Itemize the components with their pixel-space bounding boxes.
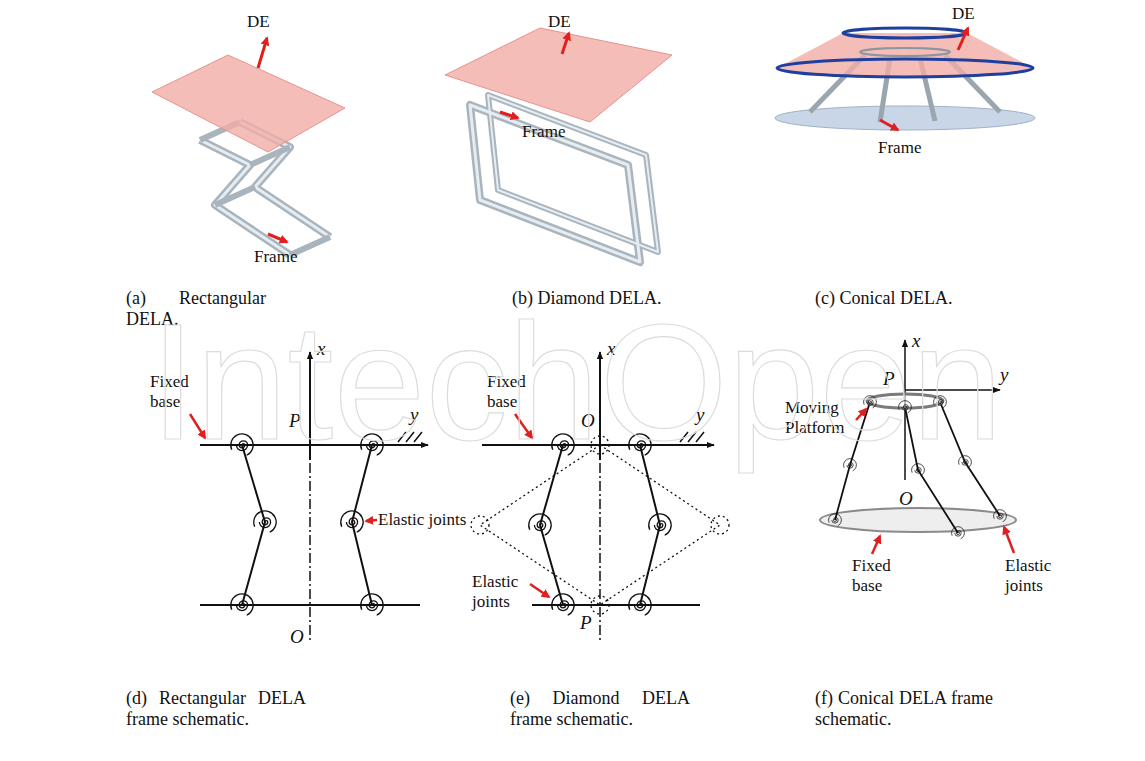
elastic-joint [254, 511, 276, 532]
pointer-arrow [562, 33, 569, 54]
elastic-joint [231, 594, 253, 615]
pointer-arrow [1004, 527, 1014, 553]
dotted-deformed-frame [471, 516, 489, 534]
part-label: DE [548, 12, 571, 32]
axis-label: P [580, 612, 592, 634]
fixed-base-disc [820, 508, 1016, 532]
part-label: Frame [522, 122, 565, 142]
rectangular-frame [200, 140, 290, 255]
pointer-arrow [880, 28, 968, 130]
part-label: Frame [878, 138, 921, 158]
electrode-ring [843, 28, 967, 38]
elastic-joint [912, 464, 925, 476]
part-label: Elastic joints [378, 510, 466, 530]
elastic-joint [952, 527, 965, 539]
elastic-joint [529, 514, 551, 535]
elastic-joint [629, 594, 651, 615]
pointer-arrow [530, 584, 549, 597]
axis-label: O [290, 626, 304, 648]
diamond-frame [470, 95, 658, 262]
subfigure-caption: (d) Rectangular DELA frame schematic. [126, 688, 306, 729]
diamond-schematic [599, 445, 601, 640]
pointer-arrow [258, 38, 287, 242]
elastic-joint [994, 510, 1007, 522]
elastic-joint [829, 514, 842, 526]
rectangular-schematic [309, 445, 311, 640]
dotted-deformed-frame [591, 596, 609, 614]
pointer-arrow [500, 112, 518, 118]
part-label: Elastic joints [1005, 556, 1067, 595]
elastic-joint [341, 511, 363, 532]
part-label: Elastic joints [472, 572, 532, 611]
watermark: IntechOpen [150, 300, 1003, 465]
subfigure-caption: (e) Diamond DELA frame schematic. [510, 688, 690, 729]
diamond-frame [488, 95, 658, 252]
dotted-deformed-frame [711, 516, 729, 534]
electrode-ring [777, 59, 1033, 77]
part-label: DE [247, 12, 270, 32]
axis-label: O [899, 488, 913, 510]
part-label: DE [952, 4, 975, 24]
elastic-joint [552, 594, 574, 615]
moving-platform [860, 48, 950, 56]
part-label: Frame [254, 247, 297, 267]
diamond-frame [488, 95, 658, 252]
elastic-joint [649, 514, 671, 535]
part-label: Fixed base [852, 556, 902, 595]
subfigure-caption: (f) Conical DELA frame schematic. [815, 688, 993, 729]
pointer-arrow [500, 33, 569, 118]
pointer-arrow [872, 536, 880, 554]
dielectric-elastomer [445, 28, 672, 122]
pointer-arrow [880, 120, 898, 130]
diamond-frame [470, 105, 640, 262]
pointer-arrow [958, 28, 968, 50]
dielectric-elastomer [777, 33, 1033, 77]
elastic-joint [361, 594, 383, 615]
rectangular-schematic [352, 445, 372, 605]
dielectric-elastomer [152, 55, 345, 152]
pointer-arrow [268, 234, 287, 242]
pointer-arrow [258, 38, 267, 68]
rectangular-schematic [200, 604, 420, 606]
pointer-arrow [366, 520, 377, 521]
